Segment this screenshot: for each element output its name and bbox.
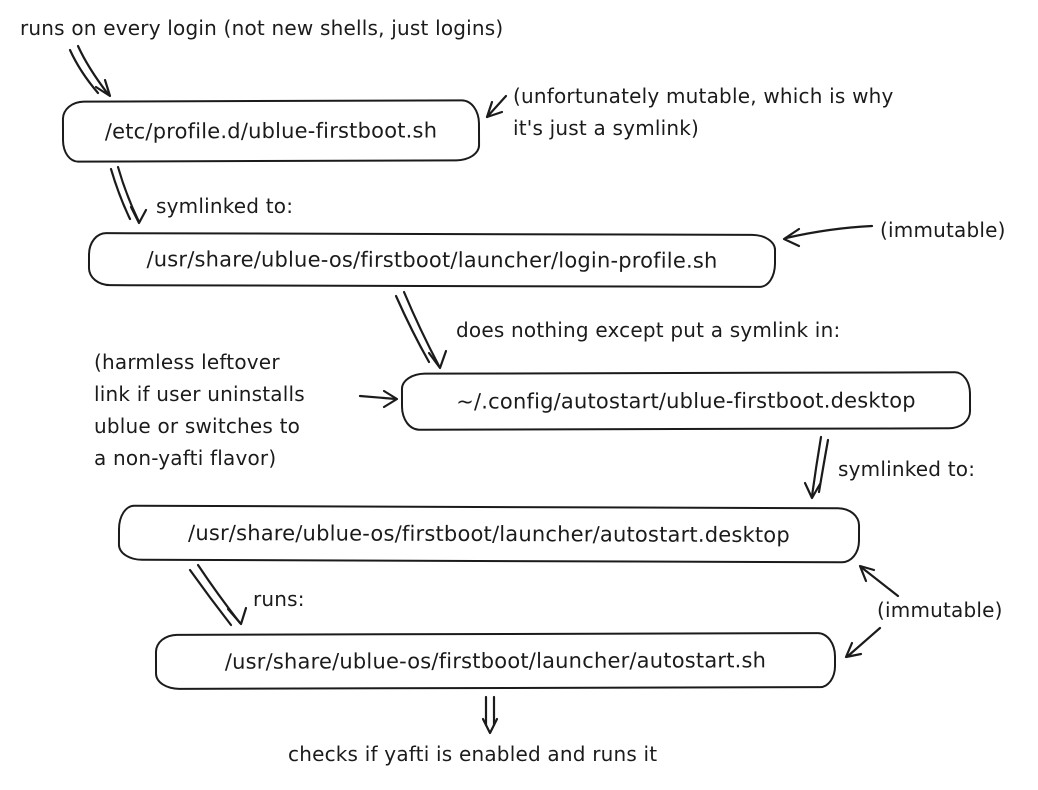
note-line: (unfortunately mutable, which is why [513, 84, 894, 108]
node-label: /usr/share/ublue-os/firstboot/launcher/l… [146, 247, 718, 273]
arrow-mutable-note-to-etc-profile-icon [485, 94, 508, 119]
arrow-harmless-note-to-autostart-symlink-icon [358, 389, 399, 409]
note-immutable-second: (immutable) [877, 598, 1003, 622]
note-runs-label: runs: [253, 587, 305, 611]
note-line: it's just a symlink) [513, 116, 700, 140]
node-login-profile-script: /usr/share/ublue-os/firstboot/launcher/l… [87, 232, 777, 288]
arrow-etc-profile-to-login-profile-icon [109, 165, 148, 225]
note-symlinked-to-second: symlinked to: [838, 457, 976, 481]
arrow-immutable-to-login-profile-icon [782, 224, 874, 248]
node-label: /usr/share/ublue-os/firstboot/launcher/a… [188, 520, 790, 548]
node-label: /etc/profile.d/ublue-firstboot.sh [104, 118, 438, 144]
node-etc-profile-script: /etc/profile.d/ublue-firstboot.sh [61, 99, 481, 163]
note-harmless-leftover: (harmless leftover link if user uninstal… [94, 346, 305, 474]
note-does-nothing: does nothing except put a symlink in: [456, 318, 841, 342]
node-autostart-script: /usr/share/ublue-os/firstboot/launcher/a… [154, 632, 837, 690]
arrow-autostart-sh-to-bottom-note-icon [481, 695, 499, 735]
note-checks-if-yafti: checks if yafti is enabled and runs it [288, 742, 658, 766]
arrow-immutable-to-autostart-sh-icon [844, 626, 882, 659]
node-autostart-symlink: ~/.config/autostart/ublue-firstboot.desk… [400, 371, 972, 431]
node-label: /usr/share/ublue-os/firstboot/launcher/a… [224, 648, 767, 674]
note-immutable-first: (immutable) [880, 218, 1006, 242]
node-autostart-desktop: /usr/share/ublue-os/firstboot/launcher/a… [117, 504, 861, 564]
arrow-login-profile-to-autostart-symlink-icon [394, 290, 448, 370]
note-symlinked-to-first: symlinked to: [156, 194, 294, 218]
arrow-autostart-symlink-to-autostart-desktop-icon [803, 435, 830, 500]
node-label: ~/.config/autostart/ublue-firstboot.desk… [456, 388, 916, 414]
note-line: ublue or switches to [94, 414, 301, 438]
note-line: link if user uninstalls [94, 382, 305, 406]
note-line: a non-yafti flavor) [94, 446, 277, 470]
arrow-top-note-to-etc-profile-icon [68, 44, 112, 98]
note-runs-on-every-login: runs on every login (not new shells, jus… [20, 16, 504, 40]
arrow-immutable-to-autostart-desktop-icon [858, 564, 900, 598]
arrow-autostart-desktop-to-autostart-sh-icon [188, 563, 248, 627]
note-unfortunately-mutable: (unfortunately mutable, which is why it'… [513, 80, 894, 144]
note-line: (harmless leftover [94, 350, 280, 374]
